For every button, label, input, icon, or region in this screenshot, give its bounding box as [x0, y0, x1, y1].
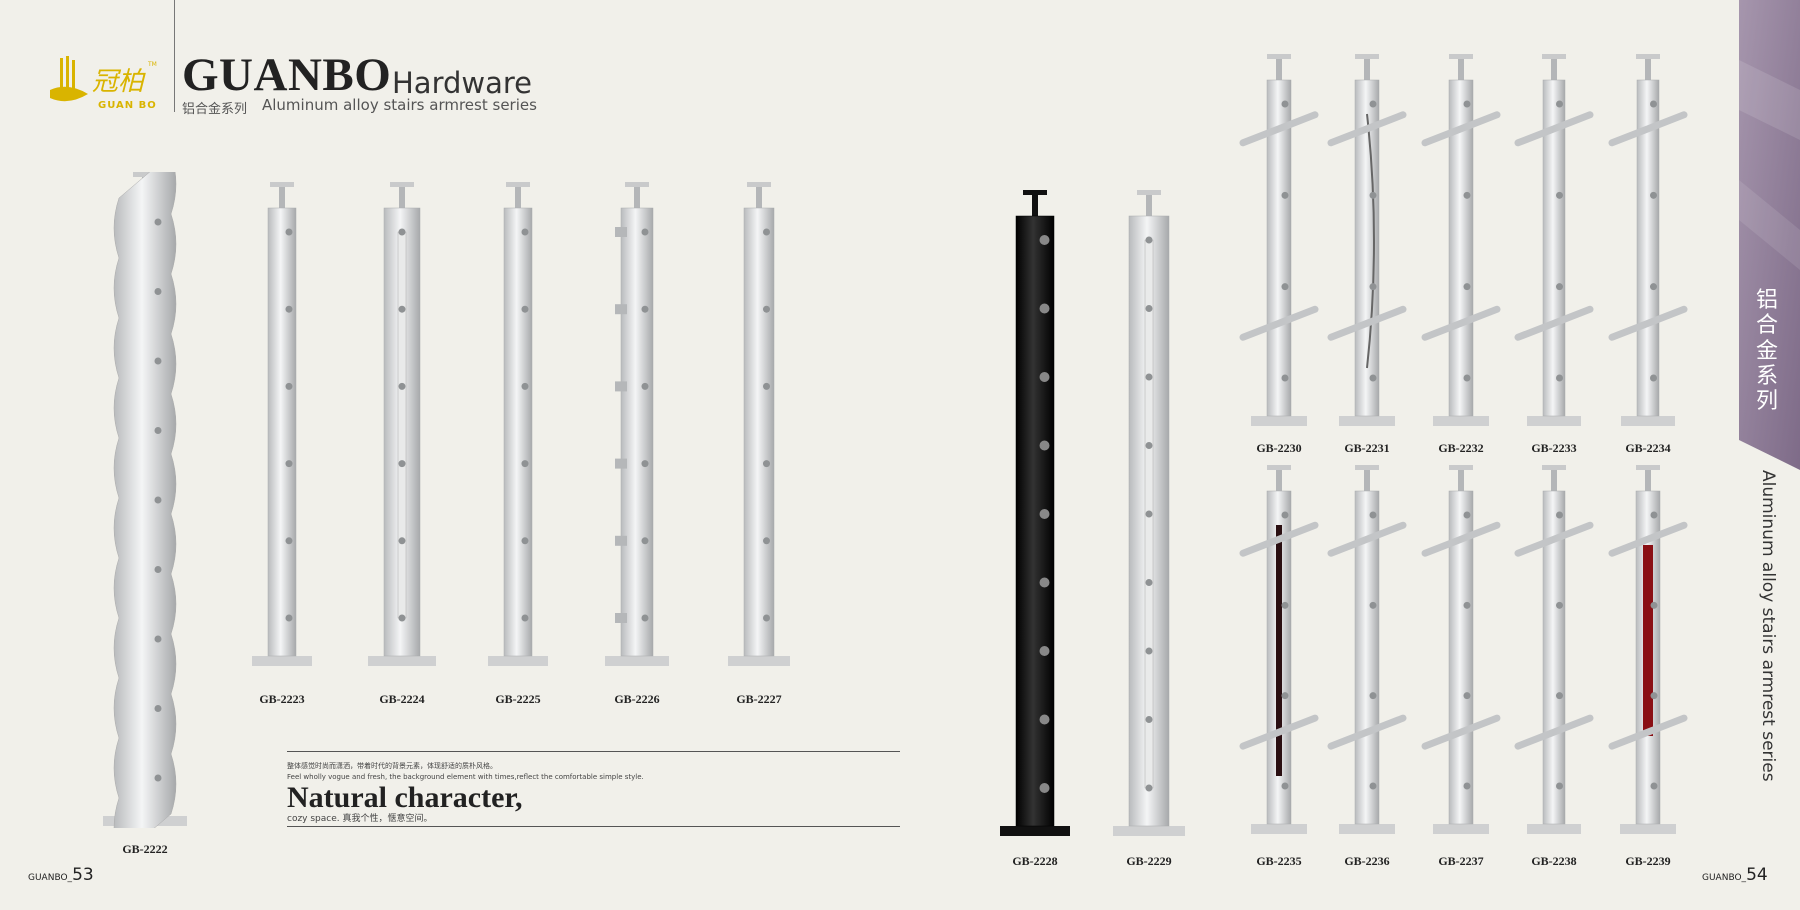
baluster-illustration	[1608, 54, 1688, 426]
product-gb-2239	[1578, 465, 1718, 836]
product-code-label: GB-2223	[259, 692, 305, 706]
product-gb-2228	[965, 190, 1105, 838]
product-code-label: GB-2229	[1126, 854, 1172, 868]
product-gb-2223	[212, 182, 352, 668]
side-tab	[1739, 0, 1800, 470]
product-gb-2226	[567, 182, 707, 668]
product-code-label: GB-2237	[1438, 854, 1484, 868]
product-gb-2227	[689, 182, 829, 668]
tagline-headline: Natural character,	[287, 781, 523, 814]
product-code-label: GB-2233	[1531, 441, 1577, 455]
product-gb-2230	[1209, 54, 1349, 428]
product-code-label: GB-2239	[1625, 854, 1671, 868]
product-gb-2222	[75, 172, 215, 828]
product-gb-2238	[1484, 465, 1624, 836]
brand-name: GUANBO	[182, 49, 392, 101]
series-title-en: Aluminum alloy stairs armrest series	[262, 96, 537, 114]
side-tab-en: Aluminum alloy stairs armrest series	[1758, 470, 1778, 782]
product-gb-2224	[332, 182, 472, 668]
product-gb-2232	[1391, 54, 1531, 428]
product-code-label: GB-2238	[1531, 854, 1577, 868]
product-code-label: GB-2228	[1012, 854, 1058, 868]
brand-suffix: Hardware	[392, 66, 533, 100]
product-gb-2235	[1209, 465, 1349, 836]
product-gb-2233	[1484, 54, 1624, 428]
svg-text:TM: TM	[147, 61, 157, 68]
tagline-subline: cozy space. 真我个性，惬意空间。	[287, 814, 433, 824]
product-gb-2237	[1391, 465, 1531, 836]
baluster-illustration	[1514, 465, 1594, 834]
baluster-illustration	[368, 182, 436, 666]
product-code-label: GB-2232	[1438, 441, 1484, 455]
guanbo-logo: 冠柏 TM	[50, 56, 157, 102]
header-divider	[174, 0, 175, 112]
svg-text:冠柏: 冠柏	[92, 67, 146, 97]
product-gb-2231	[1297, 54, 1437, 428]
baluster-illustration	[1327, 465, 1407, 834]
product-code-label: GB-2225	[495, 692, 541, 706]
baluster-illustration	[1113, 190, 1185, 836]
baluster-illustration	[103, 172, 187, 828]
baluster-illustration	[1421, 54, 1501, 426]
baluster-illustration	[1000, 190, 1070, 836]
product-code-label: GB-2227	[736, 692, 782, 706]
baluster-illustration	[1514, 54, 1594, 426]
rule-top	[287, 751, 900, 752]
product-code-label: GB-2224	[379, 692, 425, 706]
product-gb-2234	[1578, 54, 1718, 428]
page-number-right: GUANBO_54	[1702, 865, 1768, 885]
series-title-cn: 铝合金系列	[182, 102, 248, 117]
rule-bottom	[287, 826, 900, 827]
baluster-illustration	[728, 182, 790, 666]
baluster-illustration	[252, 182, 312, 666]
product-gb-2236	[1297, 465, 1437, 836]
baluster-illustration	[1421, 465, 1501, 834]
product-code-label: GB-2235	[1256, 854, 1302, 868]
logo-text: GUAN BO	[98, 100, 157, 111]
product-code-label: GB-2222	[122, 842, 168, 856]
page-number-left: GUANBO_53	[28, 865, 94, 885]
baluster-illustration	[1608, 465, 1688, 834]
product-code-label: GB-2230	[1256, 441, 1302, 455]
product-code-label: GB-2236	[1344, 854, 1390, 868]
tagline-en: Feel wholly vogue and fresh, the backgro…	[287, 773, 644, 781]
baluster-illustration	[488, 182, 548, 666]
product-code-label: GB-2226	[614, 692, 660, 706]
side-tab-cn: 铝合金系列	[1755, 288, 1778, 415]
tagline-cn: 整体感觉时尚而潇洒，带着时代的背景元素，体现舒适的质朴风格。	[287, 762, 497, 770]
product-gb-2225	[448, 182, 588, 668]
product-gb-2229	[1079, 190, 1219, 838]
baluster-illustration	[605, 182, 669, 666]
baluster-illustration	[1327, 54, 1407, 426]
product-code-label: GB-2234	[1625, 441, 1671, 455]
baluster-illustration	[1239, 465, 1319, 834]
baluster-illustration	[1239, 54, 1319, 426]
product-code-label: GB-2231	[1344, 441, 1390, 455]
